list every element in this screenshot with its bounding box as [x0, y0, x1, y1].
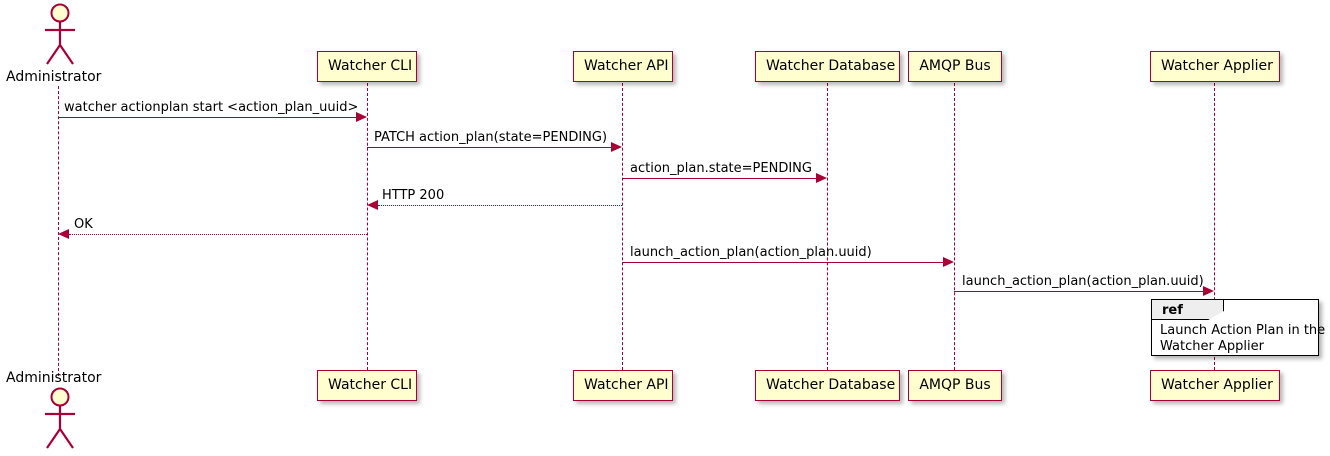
- participant-amqp-bus-bottom[interactable]: AMQP Bus: [908, 370, 1002, 401]
- message-arrowhead-4: [367, 200, 378, 210]
- participant-watcher-applier-top[interactable]: Watcher Applier: [1150, 51, 1280, 82]
- message-label-4: HTTP 200: [382, 188, 445, 203]
- message-line-3: [622, 178, 818, 179]
- actor-stick-figure-icon: [45, 3, 75, 65]
- message-arrowhead-3: [816, 173, 827, 183]
- message-label-5: OK: [74, 217, 93, 232]
- lifeline-amqp-bus: [954, 83, 955, 370]
- participant-watcher-api-bottom[interactable]: Watcher API: [573, 370, 673, 401]
- ref-fragment-body: Launch Action Plan in the Watcher Applie…: [1160, 323, 1326, 354]
- message-arrowhead-1: [356, 112, 367, 122]
- message-arrowhead-5: [58, 229, 69, 239]
- message-line-4: [378, 205, 622, 206]
- participant-watcher-database-top[interactable]: Watcher Database: [755, 51, 900, 82]
- message-arrowhead-6: [943, 257, 954, 267]
- message-label-6: launch_action_plan(action_plan.uuid): [630, 245, 872, 260]
- actor-stick-figure-icon: [45, 387, 75, 449]
- lifeline-watcher-api: [622, 83, 623, 370]
- participant-watcher-api-top[interactable]: Watcher API: [573, 51, 673, 82]
- message-line-2: [367, 147, 613, 148]
- lifeline-watcher-cli: [367, 83, 368, 370]
- actor-administrator-bottom: [34, 386, 84, 456]
- participant-watcher-applier-bottom[interactable]: Watcher Applier: [1150, 370, 1280, 401]
- message-arrowhead-2: [611, 142, 622, 152]
- message-label-3: action_plan.state=PENDING: [630, 161, 812, 176]
- actor-label-administrator-top: Administrator: [6, 69, 102, 85]
- participant-amqp-bus-top[interactable]: AMQP Bus: [908, 51, 1002, 82]
- message-arrowhead-7: [1203, 286, 1214, 296]
- participant-watcher-cli-top[interactable]: Watcher CLI: [317, 51, 417, 82]
- message-label-1: watcher actionplan start <action_plan_uu…: [64, 100, 359, 115]
- participant-watcher-cli-bottom[interactable]: Watcher CLI: [317, 370, 417, 401]
- lifeline-watcher-applier: [1214, 83, 1215, 370]
- ref-fragment-tab-label: ref: [1152, 300, 1224, 320]
- message-line-7: [954, 291, 1205, 292]
- message-line-6: [622, 262, 945, 263]
- lifeline-watcher-database: [827, 83, 828, 370]
- message-line-1: [58, 117, 358, 118]
- actor-label-administrator-bottom: Administrator: [6, 370, 102, 386]
- message-label-7: launch_action_plan(action_plan.uuid): [962, 274, 1204, 289]
- actor-administrator-top: [34, 2, 84, 74]
- participant-watcher-database-bottom[interactable]: Watcher Database: [755, 370, 900, 401]
- message-line-5: [69, 234, 367, 235]
- message-label-2: PATCH action_plan(state=PENDING): [374, 130, 608, 145]
- ref-fragment: ref Launch Action Plan in the Watcher Ap…: [1151, 299, 1325, 356]
